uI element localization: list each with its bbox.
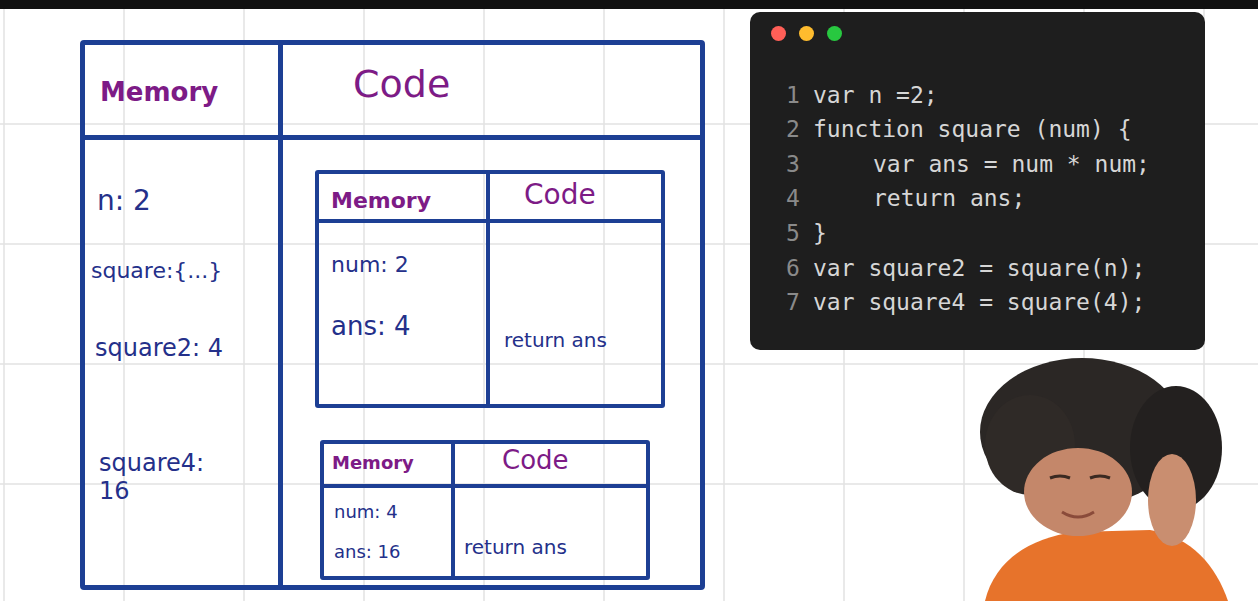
memory-entry: ans: 16 [334, 542, 401, 563]
memory-entry: n: 2 [97, 185, 151, 217]
line-number: 7 [786, 289, 800, 315]
code-line: } [813, 220, 827, 246]
function-execution-context: Memory Code num: 4 ans: 16 return ans [320, 440, 650, 580]
global-execution-context: MemoryCodenum: 2ans: 4return ansMemoryCo… [80, 40, 705, 590]
code-entry: return ans [504, 329, 607, 352]
column-header: Memory [331, 188, 431, 213]
code-line: var square4 = square(4); [813, 289, 1145, 315]
memory-entry: num: 4 [334, 502, 398, 523]
column-header: Memory [332, 453, 414, 474]
memory-entry: ans: 4 [331, 312, 411, 342]
code-entry: return ans [464, 536, 567, 559]
column-header: Code [353, 63, 450, 107]
line-number: 2 [786, 116, 800, 142]
top-bar [0, 0, 1258, 9]
code-line: var n =2; [813, 82, 938, 108]
column-header: Code [524, 179, 596, 211]
memory-entry: square2: 4 [95, 335, 223, 363]
line-number: 3 [786, 151, 800, 177]
code-editor-window: var n =2; function square (num) { var ans … [750, 12, 1205, 350]
window-button [827, 26, 842, 41]
presenter-figure [980, 358, 1228, 601]
header-rule [85, 135, 700, 140]
column-header: Code [502, 446, 569, 476]
column-divider [486, 174, 490, 404]
code-line: var square2 = square(n); [813, 255, 1145, 281]
header-rule [324, 484, 646, 488]
memory-entry: num: 2 [331, 252, 409, 277]
line-number: 4 [786, 185, 800, 211]
header-rule [319, 219, 661, 223]
column-header: Memory [100, 78, 218, 108]
line-number: 1 [786, 82, 800, 108]
code-line: return ans; [873, 185, 1025, 211]
memory-entry: square4: 16 [99, 450, 224, 505]
column-divider [278, 45, 283, 585]
line-number: 6 [786, 255, 800, 281]
column-divider [451, 444, 455, 576]
memory-entry: square:{...} [91, 258, 222, 283]
code-line: var ans = num * num; [873, 151, 1150, 177]
window-button [799, 26, 814, 41]
line-number: 5 [786, 220, 800, 246]
window-button [771, 26, 786, 41]
function-execution-context: Memory Code num: 2 ans: 4 return ans [315, 170, 665, 408]
code-line: function square (num) { [813, 116, 1132, 142]
